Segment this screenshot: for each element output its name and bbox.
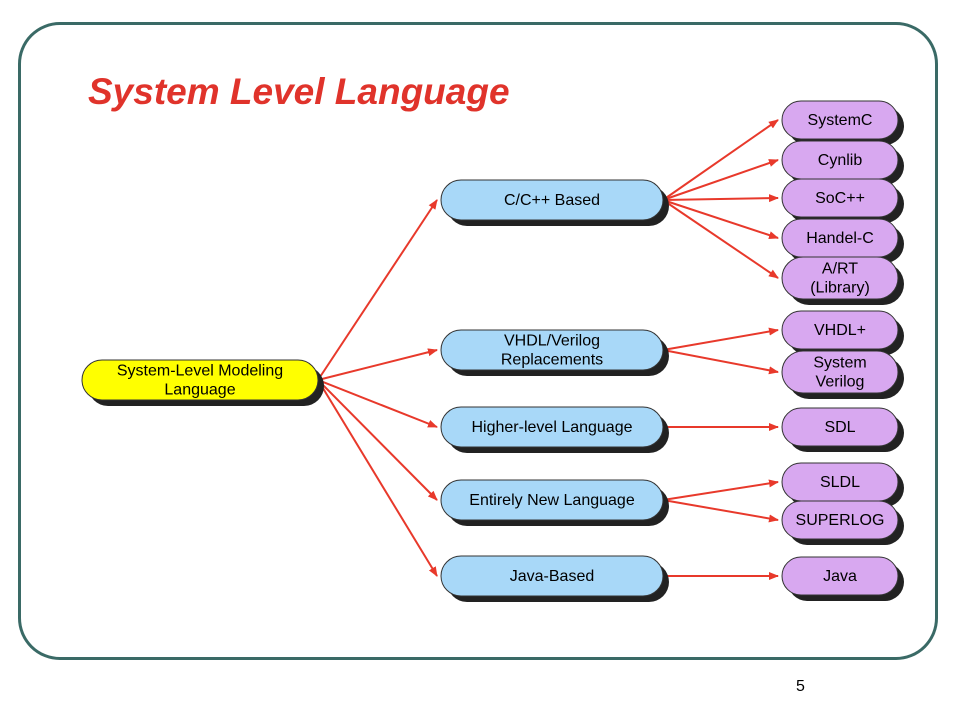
edges-layer — [317, 119, 779, 580]
arrow-new-to-superlog — [662, 499, 779, 523]
leaf-node-javaleaf-label: Java — [823, 568, 857, 585]
category-node-java-label: Java-Based — [510, 568, 595, 585]
arrow-root-to-new — [317, 379, 438, 501]
leaf-node-socpp: SoC++ — [781, 178, 904, 223]
leaf-node-cynlib: Cynlib — [781, 140, 904, 185]
category-node-cpp: C/C++ Based — [440, 179, 669, 226]
leaf-node-sysverilog-shape — [781, 350, 899, 394]
category-node-java: Java-Based — [440, 555, 669, 602]
leaf-node-sdl-shape — [781, 407, 899, 447]
leaf-node-handelc-label: Handel-C — [806, 230, 874, 247]
category-node-cpp-label: C/C++ Based — [504, 192, 600, 209]
category-node-vhdl-shape — [440, 329, 664, 371]
arrow-cpp-to-socpp — [662, 194, 779, 203]
leaf-node-javaleaf-shape — [781, 556, 899, 596]
category-node-cpp-shape — [440, 179, 664, 221]
leaf-node-superlog: SUPERLOG — [781, 500, 904, 545]
category-node-vhdl-label: VHDL/Verilog — [504, 333, 600, 350]
leaf-node-art-shape — [781, 256, 899, 300]
arrow-cpp-to-systemc — [662, 119, 779, 201]
category-node-new-shape — [440, 479, 664, 521]
leaf-node-sldl: SLDL — [781, 462, 904, 507]
leaf-node-handelc: Handel-C — [781, 218, 904, 263]
arrow-cpp-to-cynlib — [662, 159, 779, 201]
root-node-label: System-Level Modeling — [117, 363, 283, 380]
leaf-node-sysverilog-label: Verilog — [816, 374, 865, 391]
arrow-cpp-to-handelc — [662, 199, 779, 239]
leaf-node-sdl: SDL — [781, 407, 904, 452]
slide-title: System Level Language — [88, 71, 510, 112]
leaf-node-vhdlplus-label: VHDL+ — [814, 322, 866, 339]
leaf-node-vhdlplus: VHDL+ — [781, 310, 904, 355]
leaf-node-cynlib-label: Cynlib — [818, 152, 863, 169]
leaf-node-superlog-shape — [781, 500, 899, 540]
root-node-label: Language — [164, 382, 235, 399]
category-node-higher-shape — [440, 406, 664, 448]
arrow-root-to-vhdl — [317, 348, 438, 381]
leaf-node-sldl-label: SLDL — [820, 474, 860, 491]
category-node-higher: Higher-level Language — [440, 406, 669, 453]
category-node-higher-label: Higher-level Language — [472, 419, 633, 436]
arrow-vhdl-to-vhdlplus — [662, 327, 779, 351]
arrow-root-to-higher — [317, 379, 438, 428]
root-node-shape — [81, 359, 319, 401]
leaf-node-sdl-label: SDL — [824, 419, 855, 436]
category-node-new-label: Entirely New Language — [469, 492, 635, 509]
leaf-node-socpp-shape — [781, 178, 899, 218]
leaf-node-art: A/RT (Library) — [781, 256, 904, 305]
leaf-node-socpp-label: SoC++ — [815, 190, 865, 207]
leaf-node-javaleaf: Java — [781, 556, 904, 601]
leaf-node-sysverilog-label: System — [813, 355, 866, 372]
leaf-node-vhdlplus-shape — [781, 310, 899, 350]
arrow-new-to-sldl — [662, 479, 779, 501]
page-number: 5 — [796, 678, 805, 695]
category-node-vhdl-label: Replacements — [501, 352, 603, 369]
leaf-node-art-label: A/RT — [822, 261, 858, 278]
leaf-node-superlog-label: SUPERLOG — [796, 512, 885, 529]
arrow-root-to-cpp — [317, 199, 438, 381]
leaf-node-systemc: SystemC — [781, 100, 904, 145]
arrow-cpp-to-art — [662, 199, 779, 279]
category-node-new: Entirely New Language — [440, 479, 669, 526]
leaf-node-systemc-shape — [781, 100, 899, 140]
leaf-node-art-label: (Library) — [810, 280, 870, 297]
leaf-node-systemc-label: SystemC — [808, 112, 873, 129]
category-node-java-shape — [440, 555, 664, 597]
arrow-root-to-java — [317, 379, 438, 577]
arrow-vhdl-to-sysverilog — [662, 349, 779, 375]
